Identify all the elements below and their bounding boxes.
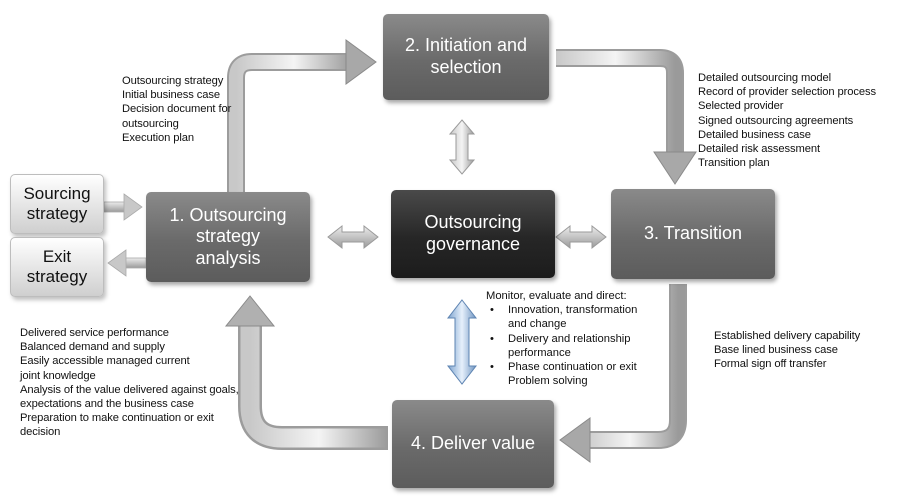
step3-output-item: Formal sign off transfer	[714, 358, 827, 371]
step4-output-item: expectations and the business case	[20, 398, 194, 411]
step4-output-item: joint knowledge	[20, 369, 96, 382]
cycle-arrow-1-to-2	[227, 39, 377, 196]
step1-output-item: Initial business case	[122, 89, 221, 102]
governance-task-text: Delivery and relationship performance	[508, 332, 631, 359]
arrow-sourcing-to-step1	[103, 193, 143, 221]
governance-box: Outsourcing governance	[391, 190, 555, 278]
sourcing-strategy-label: Sourcing strategy	[23, 183, 91, 223]
step2-output-item: Signed outsourcing agreements	[698, 114, 854, 127]
governance-task-item: Phase continuation or exit	[486, 360, 637, 374]
step4-deliver-value-box: 4. Deliver value	[392, 400, 554, 488]
step3-output-item: Established delivery capability	[714, 330, 861, 342]
step3-outputs-list: Established delivery capability Base lin…	[714, 329, 860, 372]
step1-output-item: outsourcing	[122, 117, 179, 130]
step3-label: 3. Transition	[643, 223, 743, 244]
step2-outputs-list: Detailed outsourcing model Record of pro…	[698, 71, 876, 170]
sourcing-strategy-box: Sourcing strategy	[10, 174, 104, 234]
step1-output-item: Execution plan	[122, 131, 194, 144]
step4-output-item: decision	[20, 426, 61, 439]
step2-label: 2. Initiation and selection	[404, 35, 528, 77]
governance-tasks-title: Monitor, evaluate and direct:	[486, 290, 627, 302]
cycle-arrow-2-to-3	[556, 49, 697, 185]
step1-strategy-analysis-box: 1. Outsourcing strategy analysis	[146, 192, 310, 282]
governance-task-text: Innovation, transformation and change	[508, 304, 638, 331]
step4-output-item: Delivered service performance	[20, 327, 169, 339]
step4-outputs-list: Delivered service performance Balanced d…	[20, 326, 239, 440]
step3-transition-box: 3. Transition	[611, 189, 775, 279]
step4-output-item: Preparation to make continuation or exit	[20, 412, 214, 425]
governance-task-text: Phase continuation or exit	[508, 361, 637, 374]
step2-output-item: Record of provider selection process	[698, 86, 876, 99]
step1-output-item: Outsourcing strategy	[122, 75, 224, 87]
governance-tasks-list: Monitor, evaluate and direct: Innovation…	[486, 289, 637, 388]
governance-task-item: Delivery and relationship performance	[486, 332, 637, 360]
exit-strategy-box: Exit strategy	[10, 237, 104, 297]
cycle-arrow-3-to-4	[559, 284, 687, 463]
step4-output-item: Balanced demand and supply	[20, 341, 165, 354]
governance-label: Outsourcing governance	[424, 212, 522, 254]
step1-label: 1. Outsourcing strategy analysis	[169, 204, 287, 268]
governance-task-tail: Problem solving	[508, 375, 588, 388]
step2-output-item: Transition plan	[698, 157, 770, 170]
double-arrow-governance-step4	[446, 299, 478, 385]
step4-output-item: Analysis of the value delivered against …	[20, 383, 239, 396]
double-arrow-governance-step3	[555, 224, 607, 250]
double-arrow-step1-governance	[327, 224, 379, 250]
step2-output-item: Detailed business case	[698, 128, 811, 141]
step4-output-item: Easily accessible managed current	[20, 355, 190, 368]
governance-task-item: Innovation, transformation and change	[486, 303, 637, 331]
step2-output-item: Selected provider	[698, 100, 784, 113]
step2-output-item: Detailed outsourcing model	[698, 72, 831, 84]
cycle-arrow-4-to-1	[224, 295, 388, 450]
step2-initiation-selection-box: 2. Initiation and selection	[383, 14, 549, 100]
step1-outputs-list: Outsourcing strategy Initial business ca…	[122, 74, 231, 145]
step4-label: 4. Deliver value	[410, 433, 536, 454]
step1-output-item: Decision document for	[122, 103, 232, 116]
double-arrow-step2-governance	[448, 119, 476, 175]
step3-output-item: Base lined business case	[714, 344, 838, 357]
arrow-step1-to-exit	[107, 249, 147, 277]
exit-strategy-label: Exit strategy	[26, 246, 88, 286]
step2-output-item: Detailed risk assessment	[698, 143, 820, 156]
